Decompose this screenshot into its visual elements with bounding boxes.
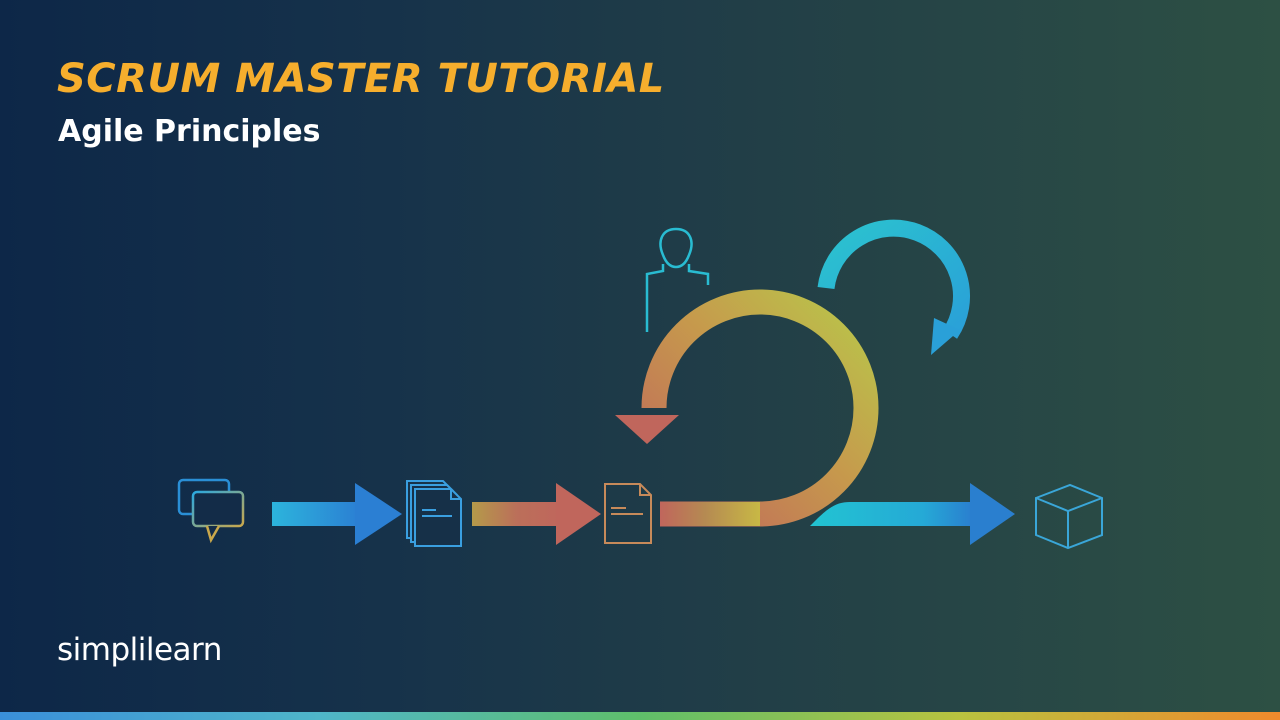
sprint-backlog-arrow	[472, 483, 601, 545]
product-backlog-arrow	[272, 483, 402, 545]
simplilearn-logo: simplilearn	[57, 632, 222, 668]
chat-bubbles-icon	[177, 478, 245, 544]
cube-icon	[1035, 483, 1103, 550]
page-subtitle: Agile Principles	[58, 114, 321, 149]
increment-arrow	[810, 483, 1015, 545]
sprint-loop-arrow	[615, 289, 879, 527]
daily-cycle-arrow	[817, 219, 970, 355]
page-title: SCRUM MASTER TUTORIAL	[57, 56, 665, 102]
document-stack-icon	[406, 480, 462, 547]
person-icon	[645, 227, 710, 332]
sprint-to-increment-bar	[660, 502, 760, 526]
bottom-gradient-bar	[0, 712, 1280, 720]
document-icon	[604, 483, 652, 544]
